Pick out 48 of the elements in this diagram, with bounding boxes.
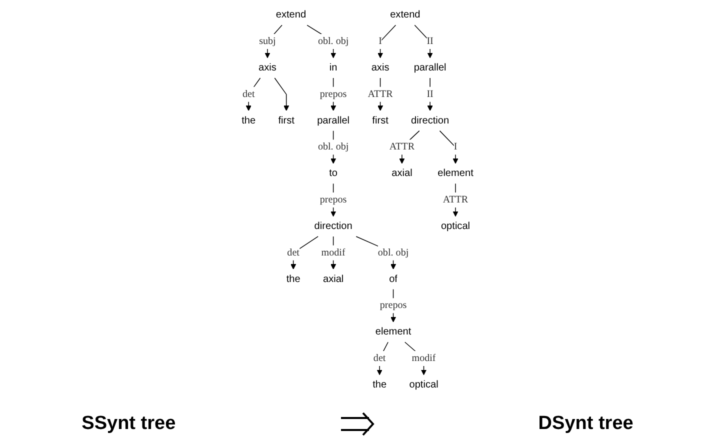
node-text: in (329, 62, 338, 73)
edge-label: obl. obj (378, 247, 409, 258)
arrow (439, 130, 458, 164)
tree-caption: DSynt tree (538, 413, 634, 435)
tree-caption: SSynt tree (82, 413, 176, 435)
node-text: element (375, 326, 412, 338)
edge-label: ATTR (368, 88, 393, 100)
node-text: the (242, 115, 256, 126)
node-text: first (372, 115, 388, 126)
edge-label: det (242, 88, 255, 100)
node-text: axis (258, 62, 276, 73)
tree-diagram: subj obl. obj I II det prepos ATTR II obl. obj ATTR I prepos ATTR det modif obl. obj prepos det modif extend extend axis in axis parallel the first parallel first direction to axial element direction optical the axial of element the optical (0, 0, 715, 400)
edge-label: obl. obj (318, 36, 349, 47)
edge-label: II (426, 36, 434, 47)
node-text: axial (322, 274, 344, 284)
edge-label: ATTR (442, 194, 468, 206)
arrow (274, 78, 290, 111)
edge-label: det (373, 352, 386, 364)
node-text: to (329, 168, 338, 179)
node-text: the (286, 274, 300, 284)
node-text: extend (276, 9, 306, 20)
node-text: axis (371, 62, 390, 73)
edge-label: ATTR (389, 142, 415, 152)
edge-label: prepos (320, 88, 347, 100)
edge-label: modif (321, 247, 346, 258)
node-text: optical (440, 220, 470, 232)
edge-label: modif (412, 352, 436, 364)
edge-label: prepos (380, 300, 407, 311)
arrow (427, 78, 433, 111)
node-text: extend (390, 9, 420, 20)
node-text: direction (314, 220, 352, 232)
edge-label: I (454, 142, 458, 152)
node-text: the (372, 379, 387, 390)
edge-label: prepos (320, 194, 347, 206)
edge-label: obl. obj (318, 142, 349, 152)
node-text: direction (411, 115, 450, 126)
node-text: first (278, 115, 294, 126)
arrow (378, 24, 396, 58)
edge-label: I (378, 36, 382, 47)
node-text: element (438, 168, 474, 179)
edge-label: subj (259, 36, 276, 47)
node-text: parallel (414, 62, 446, 73)
edge-label: det (287, 247, 300, 258)
node-text: parallel (317, 115, 350, 126)
node-text: axial (392, 168, 412, 179)
edge-label: II (426, 88, 434, 100)
node-text: optical (409, 379, 438, 390)
node-text: of (389, 274, 398, 284)
